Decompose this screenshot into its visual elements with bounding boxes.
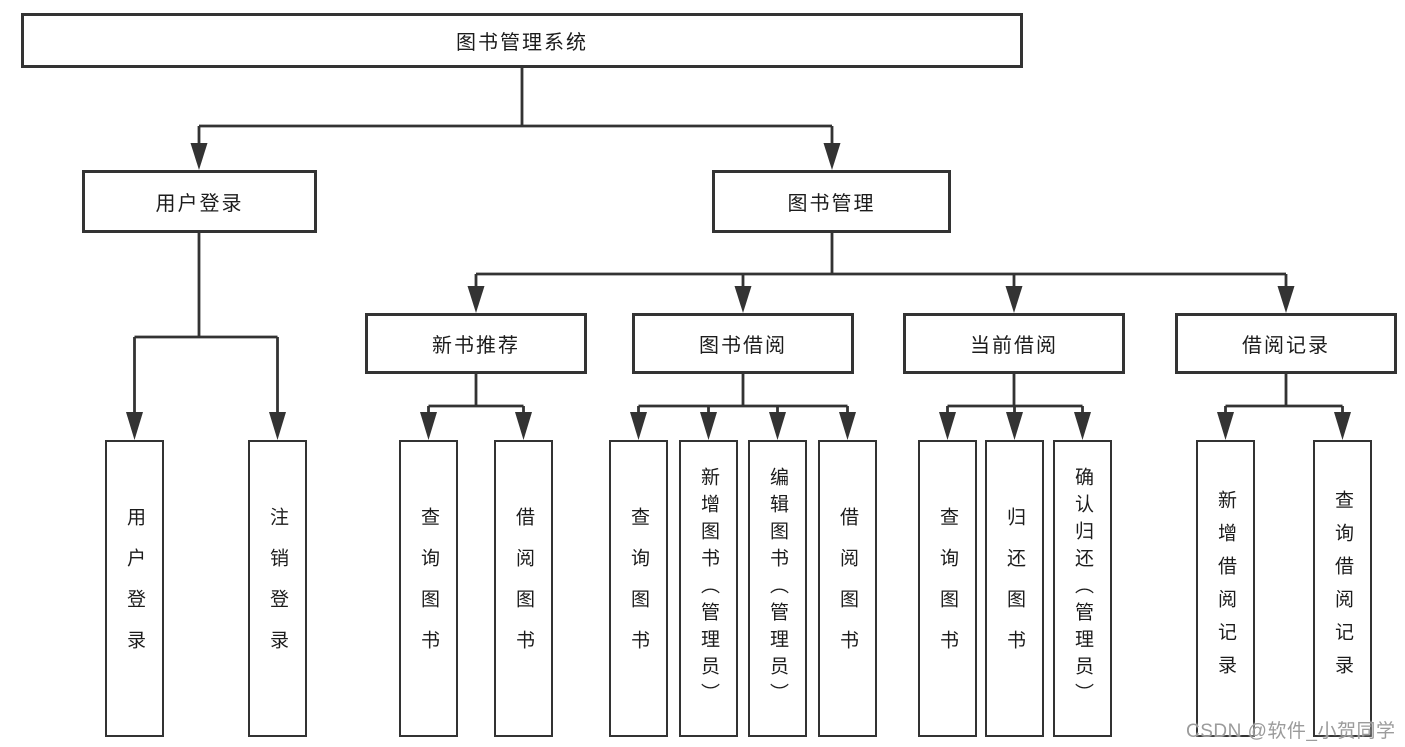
leaf-borrow-books-1: 借阅图书: [494, 440, 553, 737]
leaf-label: 借阅图书: [513, 506, 534, 671]
csdn-watermark: CSDN @软件_小贺同学: [1186, 721, 1396, 742]
leaf-label: 查询图书: [418, 506, 439, 671]
leaf-label: 归还图书: [1004, 506, 1025, 671]
leaf-label: 借阅图书: [837, 506, 858, 671]
leaf-add-borrow-record: 新增借阅记录: [1196, 440, 1255, 737]
leaf-borrow-books-2: 借阅图书: [818, 440, 877, 737]
node-label: 图书管理系统: [456, 32, 588, 54]
leaf-add-books-admin: 新增图书（管理员）: [679, 440, 738, 737]
leaf-query-borrow-record: 查询借阅记录: [1313, 440, 1372, 737]
leaf-label: 用户登录: [124, 506, 145, 671]
leaf-user-login: 用户登录: [105, 440, 164, 737]
leaf-return-books: 归还图书: [985, 440, 1044, 737]
leaf-label: 新增借阅记录: [1215, 489, 1236, 688]
node-book-borrow: 图书借阅: [632, 313, 854, 374]
leaf-label: 注销登录: [267, 506, 288, 671]
node-label: 用户登录: [155, 193, 244, 215]
leaf-label: 查询借阅记录: [1332, 489, 1353, 688]
leaf-query-books-2: 查询图书: [609, 440, 668, 737]
node-current-borrow: 当前借阅: [903, 313, 1125, 374]
leaf-query-books-1: 查询图书: [399, 440, 458, 737]
leaf-label: 新增图书（管理员）: [698, 467, 719, 710]
node-label: 图书借阅: [699, 335, 787, 357]
leaf-edit-books-admin: 编辑图书（管理员）: [748, 440, 807, 737]
leaf-label: 编辑图书（管理员）: [767, 467, 788, 710]
node-user-login: 用户登录: [82, 170, 317, 233]
leaf-logout: 注销登录: [248, 440, 307, 737]
node-label: 新书推荐: [432, 335, 520, 357]
node-borrow-records: 借阅记录: [1175, 313, 1397, 374]
leaf-confirm-return-admin: 确认归还（管理员）: [1053, 440, 1112, 737]
node-label: 图书管理: [787, 193, 876, 215]
leaf-label: 查询图书: [937, 506, 958, 671]
node-label: 借阅记录: [1242, 335, 1330, 357]
leaf-query-books-3: 查询图书: [918, 440, 977, 737]
node-label: 当前借阅: [970, 335, 1058, 357]
node-book-management: 图书管理: [712, 170, 951, 233]
node-new-book-recommend: 新书推荐: [365, 313, 587, 374]
node-root-system: 图书管理系统: [21, 13, 1023, 68]
leaf-label: 查询图书: [628, 506, 649, 671]
leaf-label: 确认归还（管理员）: [1072, 467, 1093, 710]
